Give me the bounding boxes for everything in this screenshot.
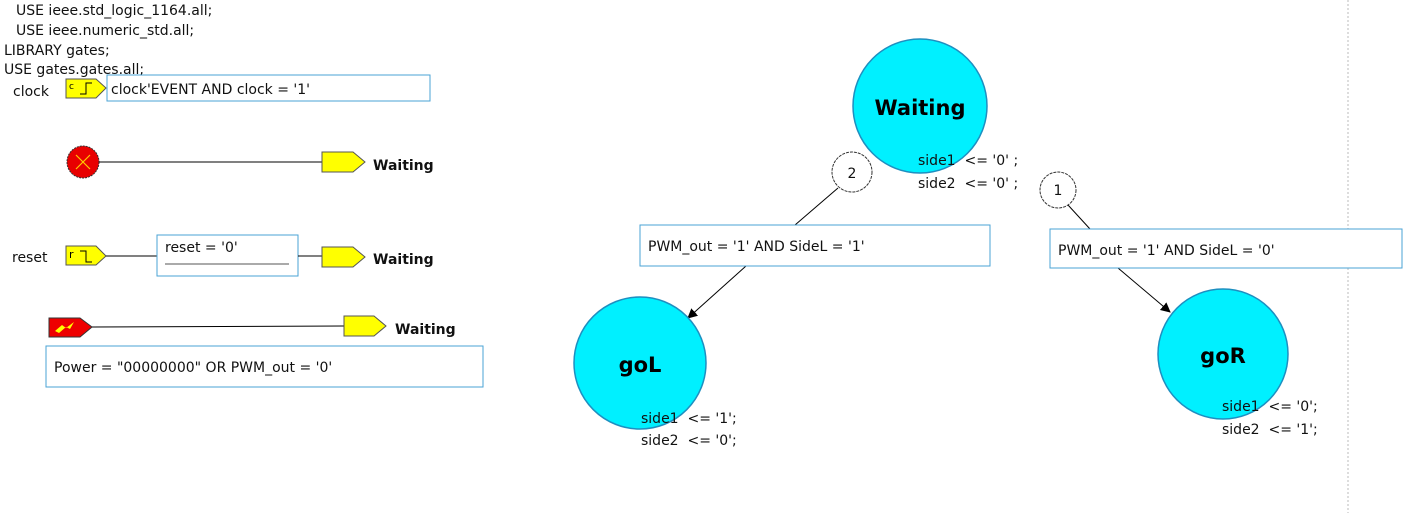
state-action: side1 <= '0' ;: [918, 153, 1018, 169]
state-action: side1 <= '0';: [1222, 399, 1318, 415]
reset-tag-letter: r: [69, 248, 74, 261]
code-line: LIBRARY gates;: [4, 43, 110, 59]
exception-target-tag[interactable]: [343, 315, 387, 337]
initial-target-tag[interactable]: [321, 151, 366, 173]
code-line: USE ieee.numeric_std.all;: [16, 23, 194, 39]
transition-line: [794, 187, 839, 226]
reset-target: Waiting: [373, 252, 434, 268]
transition-condition-box[interactable]: [639, 224, 991, 267]
state-waiting-name: Waiting: [874, 96, 965, 120]
code-line: USE gates.gates.all;: [4, 62, 144, 78]
priority-badge[interactable]: [1039, 171, 1077, 209]
exception-target: Waiting: [395, 322, 456, 338]
state-waiting[interactable]: [852, 38, 988, 174]
state-action: side2 <= '1';: [1222, 422, 1318, 438]
state-gol[interactable]: [573, 296, 707, 430]
state-action: side2 <= '0';: [641, 433, 737, 449]
reset-condition: reset = '0': [165, 240, 238, 256]
state-gor-name: goR: [1200, 344, 1246, 368]
state-gor[interactable]: [1157, 288, 1289, 420]
clock-condition: clock'EVENT AND clock = '1': [111, 82, 310, 98]
transition-condition-box[interactable]: [1049, 228, 1403, 269]
reset-tag-icon[interactable]: [65, 245, 107, 266]
initial-target: Waiting: [373, 158, 434, 174]
state-gol-name: goL: [619, 353, 662, 377]
transition-condition: PWM_out = '1' AND SideL = '0': [1058, 243, 1275, 259]
transition-condition: PWM_out = '1' AND SideL = '1': [648, 239, 865, 255]
priority-badge[interactable]: [831, 151, 873, 193]
initial-state-icon[interactable]: [66, 145, 100, 179]
transition-arrow: [687, 265, 747, 319]
state-action: side1 <= '1';: [641, 411, 737, 427]
clock-label: clock: [13, 84, 50, 100]
priority-label: 2: [848, 166, 857, 182]
state-action: side2 <= '0' ;: [918, 176, 1018, 192]
clock-condition-box[interactable]: [106, 74, 431, 102]
exception-link: [91, 325, 345, 328]
exception-condition: Power = "00000000" OR PWM_out = '0': [54, 360, 332, 376]
priority-label: 1: [1054, 183, 1063, 199]
clock-tag-letter: c: [69, 82, 74, 92]
reset-target-tag[interactable]: [321, 246, 366, 268]
reset-label: reset: [12, 250, 48, 266]
exception-lightning-icon[interactable]: [48, 317, 93, 338]
transition-arrow: [1117, 267, 1171, 313]
transition-line: [1067, 204, 1091, 230]
code-line: USE ieee.std_logic_1164.all;: [16, 3, 212, 19]
clock-tag-icon[interactable]: [65, 78, 107, 99]
exception-condition-box[interactable]: [45, 345, 484, 388]
